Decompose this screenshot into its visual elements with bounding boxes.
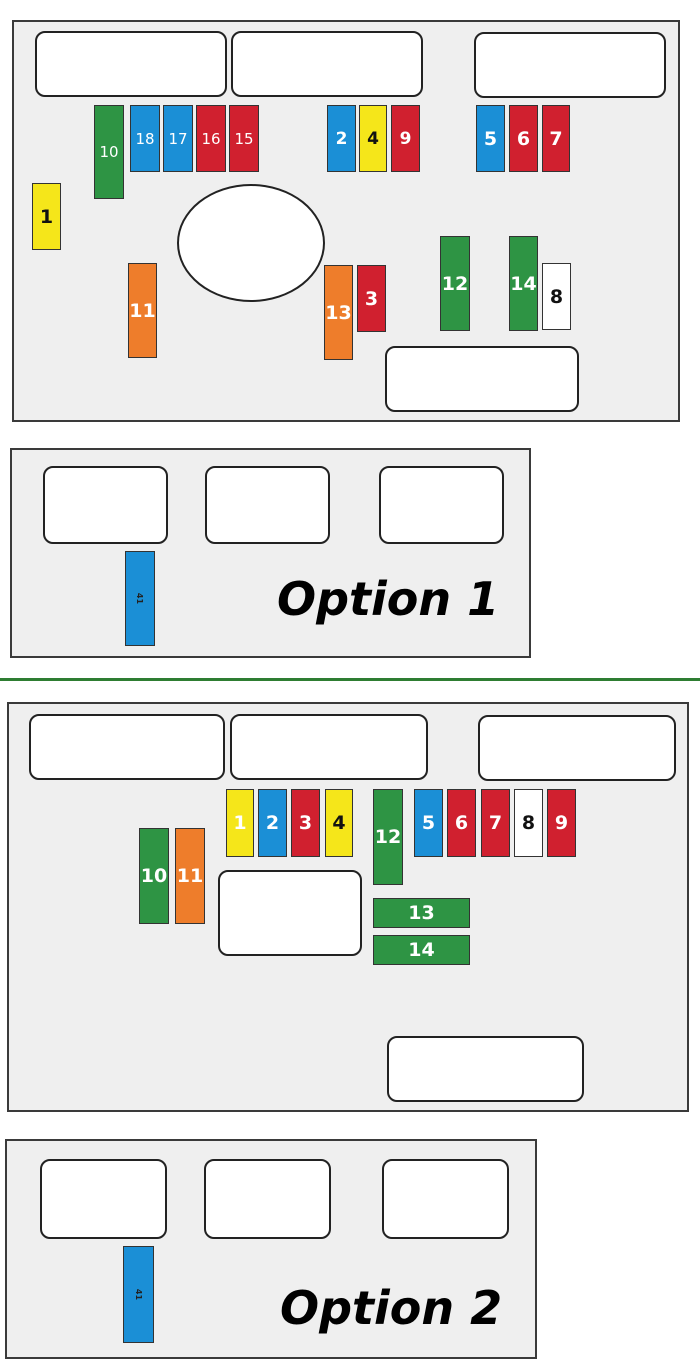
fuse-1: 1 (226, 789, 254, 857)
fuse-41: 41 (123, 1246, 154, 1343)
fuse-16: 16 (196, 105, 226, 172)
fuse-9: 9 (547, 789, 576, 857)
relay-slot (40, 1159, 167, 1239)
fuse-3: 3 (291, 789, 320, 857)
relay-slot (474, 32, 666, 98)
fuse-14: 14 (373, 935, 470, 965)
relay-slot (204, 1159, 331, 1239)
option1-main-panel: 1 10 18 17 16 15 2 4 9 5 6 7 11 13 3 12 … (12, 20, 680, 422)
round-relay-socket (177, 184, 325, 302)
fuse-10: 10 (139, 828, 169, 924)
relay-slot (35, 31, 227, 97)
fuse-11: 11 (175, 828, 205, 924)
fuse-9: 9 (391, 105, 420, 172)
relay-slot (379, 466, 504, 544)
relay-slot (231, 31, 423, 97)
relay-slot (385, 346, 579, 412)
relay-slot (218, 870, 362, 956)
fuse-2: 2 (327, 105, 356, 172)
relay-slot (387, 1036, 584, 1102)
fuse-41: 41 (125, 551, 155, 646)
fuse-4: 4 (325, 789, 353, 857)
fuse-6: 6 (447, 789, 476, 857)
fuse-18: 18 (130, 105, 160, 172)
fuse-4: 4 (359, 105, 387, 172)
fuse-2: 2 (258, 789, 287, 857)
option1-lower-panel: 41 (10, 448, 531, 658)
option2-lower-panel: 41 (5, 1139, 537, 1359)
fuse-10: 10 (94, 105, 124, 199)
fuse-12: 12 (373, 789, 403, 885)
fuse-12: 12 (440, 236, 470, 331)
relay-slot (230, 714, 428, 780)
fuse-8: 8 (514, 789, 543, 857)
fuse-15: 15 (229, 105, 259, 172)
fuse-17: 17 (163, 105, 193, 172)
relay-slot (29, 714, 225, 780)
fuse-1: 1 (32, 183, 61, 250)
fuse-7: 7 (481, 789, 510, 857)
section-divider (0, 678, 700, 681)
option2-label: Option 2 (280, 1281, 503, 1335)
option2-main-panel: 1 2 3 4 12 5 6 7 8 9 10 11 13 14 (7, 702, 689, 1112)
fuse-13: 13 (324, 265, 353, 360)
fuse-13: 13 (373, 898, 470, 928)
option1-label: Option 1 (277, 572, 500, 626)
fuse-5: 5 (476, 105, 505, 172)
fuse-8: 8 (542, 263, 571, 330)
fuse-6: 6 (509, 105, 538, 172)
relay-slot (382, 1159, 509, 1239)
fuse-14: 14 (509, 236, 538, 331)
fuse-7: 7 (542, 105, 570, 172)
relay-slot (478, 715, 676, 781)
fuse-5: 5 (414, 789, 443, 857)
relay-slot (205, 466, 330, 544)
fuse-11: 11 (128, 263, 157, 358)
relay-slot (43, 466, 168, 544)
fuse-3: 3 (357, 265, 386, 332)
